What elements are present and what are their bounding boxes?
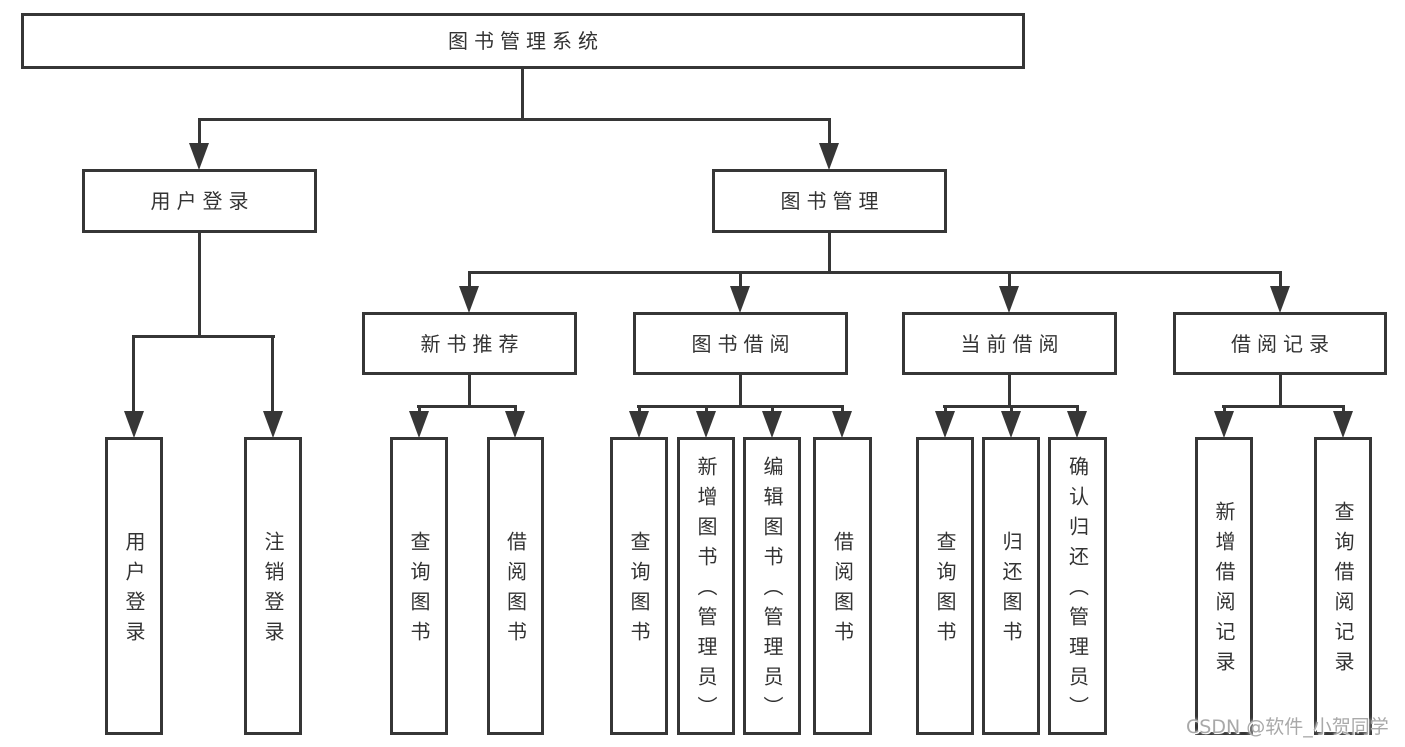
leaf-bb-edit-books-admin-box: 编辑图书（管理员） xyxy=(743,437,801,735)
arrowhead-cb-confirm-return xyxy=(1067,411,1087,438)
arrowhead-ul-login xyxy=(124,411,144,438)
arrowhead-borrowing-records xyxy=(1270,286,1290,313)
connector-br-hline xyxy=(1222,405,1345,408)
leaf-ul-user-login-label: 用户登录 xyxy=(122,531,146,651)
leaf-bb-query-books-label: 查询图书 xyxy=(627,531,651,651)
leaf-cb-confirm-return-admin-label: 确认归还（管理员） xyxy=(1065,456,1090,726)
connector-nr-query-stem xyxy=(418,405,421,415)
leaf-br-add-borrow-record-box: 新增借阅记录 xyxy=(1195,437,1253,735)
connector-level2-hline xyxy=(468,271,1282,274)
connector-level1-hline xyxy=(198,118,831,121)
node-user-login-label: 用户登录 xyxy=(150,189,255,213)
connector-br-query-stem xyxy=(1342,405,1345,415)
connector-records-stem xyxy=(1279,271,1282,289)
arrowhead-cb-query-books xyxy=(935,411,955,438)
connector-new-book-stem xyxy=(468,271,471,289)
connector-current-stem xyxy=(1008,271,1011,289)
arrowhead-book-mgmt xyxy=(819,143,839,170)
leaf-bb-query-books-box: 查询图书 xyxy=(610,437,668,735)
arrowhead-user-login xyxy=(189,143,209,170)
arrowhead-br-add-record xyxy=(1214,411,1234,438)
node-book-borrowing-label: 图书借阅 xyxy=(691,331,796,356)
arrowhead-bb-add-books xyxy=(696,411,716,438)
connector-bb-hline xyxy=(637,405,844,408)
connector-bb-borrow-stem xyxy=(841,405,844,415)
connector-book-mgmt-stem xyxy=(828,118,831,148)
leaf-nr-query-books-box: 查询图书 xyxy=(390,437,448,735)
arrowhead-nr-query-books xyxy=(409,411,429,438)
csdn-watermark: CSDN @软件_小贺同学 xyxy=(1186,716,1389,738)
connector-bb-edit-stem xyxy=(771,405,774,415)
leaf-br-query-borrow-record-box: 查询借阅记录 xyxy=(1314,437,1372,735)
leaf-bb-add-books-admin-label: 新增图书（管理员） xyxy=(694,456,718,726)
arrowhead-cb-return-books xyxy=(1001,411,1021,438)
leaf-cb-query-books-label: 查询图书 xyxy=(933,531,957,651)
connector-borrowing-stem xyxy=(739,271,742,289)
leaf-ul-user-login-box: 用户登录 xyxy=(105,437,163,735)
arrowhead-current-borrowing xyxy=(999,286,1019,313)
leaf-nr-borrow-books-box: 借阅图书 xyxy=(487,437,544,735)
node-user-login-box: 用户登录 xyxy=(82,169,317,233)
connector-ul-login-stem xyxy=(132,335,135,415)
connector-nr-borrow-stem xyxy=(514,405,517,415)
leaf-nr-query-books-label: 查询图书 xyxy=(407,531,431,651)
leaf-cb-confirm-return-admin-box: 确认归还（管理员） xyxy=(1048,437,1107,735)
connector-br-down xyxy=(1279,375,1282,408)
leaf-bb-add-books-admin-box: 新增图书（管理员） xyxy=(677,437,735,735)
arrowhead-ul-logout xyxy=(263,411,283,438)
node-book-borrowing-box: 图书借阅 xyxy=(633,312,848,375)
leaf-ul-logout-box: 注销登录 xyxy=(244,437,302,735)
node-root-label: 图书管理系统 xyxy=(448,29,604,53)
connector-nr-hline xyxy=(417,405,517,408)
arrowhead-bb-borrow-books xyxy=(832,411,852,438)
arrowhead-br-query-record xyxy=(1333,411,1353,438)
connector-cb-down xyxy=(1008,375,1011,408)
connector-book-mgmt-down xyxy=(828,233,831,274)
connector-user-login-stem xyxy=(198,118,201,148)
connector-cb-confirm-stem xyxy=(1076,405,1079,415)
leaf-br-query-borrow-record-label: 查询借阅记录 xyxy=(1331,501,1355,681)
node-current-borrowing-box: 当前借阅 xyxy=(902,312,1117,375)
connector-bb-down xyxy=(739,375,742,408)
connector-cb-query-stem xyxy=(944,405,947,415)
connector-bb-add-stem xyxy=(705,405,708,415)
node-new-book-recommend-box: 新书推荐 xyxy=(362,312,577,375)
arrowhead-nr-borrow-books xyxy=(505,411,525,438)
arrowhead-book-borrowing xyxy=(730,286,750,313)
node-root-box: 图书管理系统 xyxy=(21,13,1025,69)
node-new-book-recommend-label: 新书推荐 xyxy=(420,331,525,356)
connector-cb-return-stem xyxy=(1010,405,1013,415)
leaf-bb-edit-books-admin-label: 编辑图书（管理员） xyxy=(760,456,784,726)
node-book-management-box: 图书管理 xyxy=(712,169,947,233)
node-current-borrowing-label: 当前借阅 xyxy=(960,331,1065,356)
leaf-cb-query-books-box: 查询图书 xyxy=(916,437,974,735)
connector-root-stem xyxy=(521,69,524,121)
connector-nr-down xyxy=(468,375,471,408)
leaf-bb-borrow-books-box: 借阅图书 xyxy=(813,437,872,735)
connector-user-login-down xyxy=(198,233,201,337)
arrowhead-new-book-recommend xyxy=(459,286,479,313)
node-borrowing-records-label: 借阅记录 xyxy=(1231,331,1335,356)
connector-ul-logout-stem xyxy=(271,335,274,415)
leaf-bb-borrow-books-label: 借阅图书 xyxy=(830,531,855,651)
connector-br-add-stem xyxy=(1223,405,1226,415)
leaf-ul-logout-label: 注销登录 xyxy=(261,531,285,651)
connector-bb-query-stem xyxy=(638,405,641,415)
arrowhead-bb-query-books xyxy=(629,411,649,438)
node-book-management-label: 图书管理 xyxy=(780,189,885,213)
leaf-nr-borrow-books-label: 借阅图书 xyxy=(503,531,528,651)
leaf-br-add-borrow-record-label: 新增借阅记录 xyxy=(1212,501,1236,681)
connector-user-login-hline xyxy=(132,335,275,338)
leaf-cb-return-books-box: 归还图书 xyxy=(982,437,1040,735)
node-borrowing-records-box: 借阅记录 xyxy=(1173,312,1387,375)
arrowhead-bb-edit-books xyxy=(762,411,782,438)
leaf-cb-return-books-label: 归还图书 xyxy=(999,531,1023,651)
